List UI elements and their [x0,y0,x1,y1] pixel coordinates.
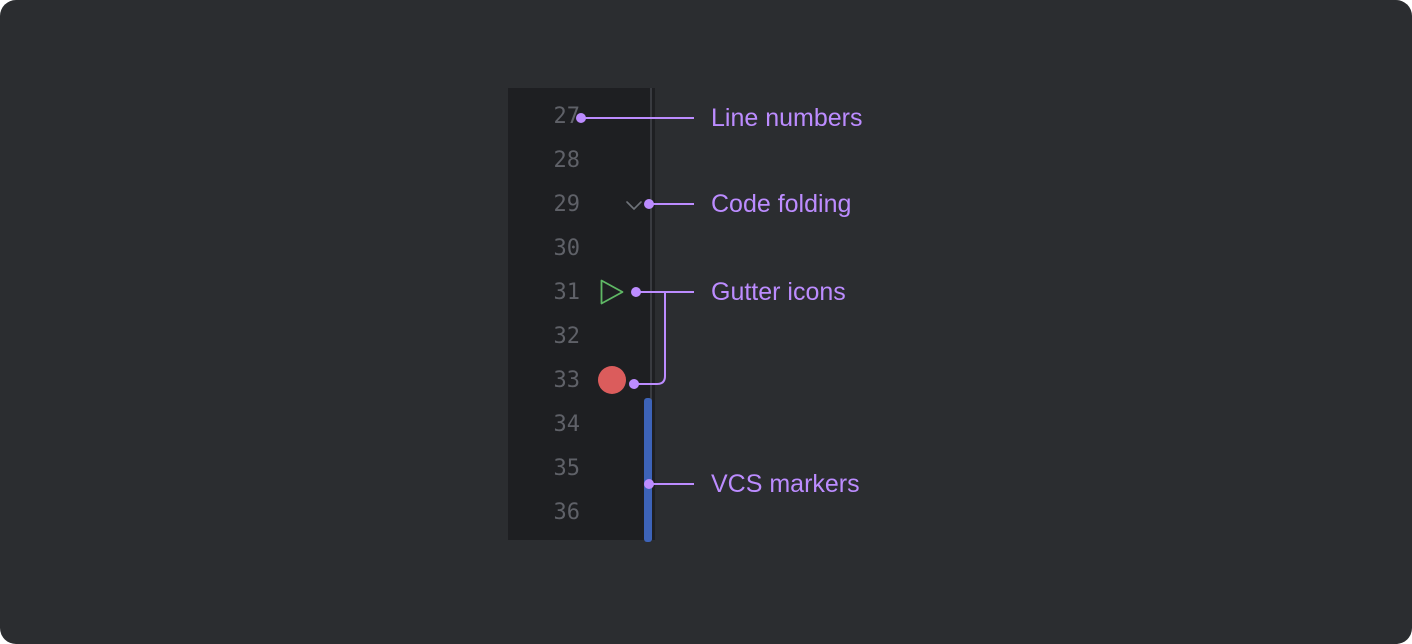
callout-code-folding-label: Code folding [711,190,852,218]
line-number-32: 32 [553,324,581,349]
chevron-down-icon[interactable] [626,201,642,210]
line-number-28: 28 [553,148,581,173]
callout-line-numbers-label: Line numbers [711,104,863,132]
callout-vcs-markers-label: VCS markers [711,470,860,498]
line-number-36: 36 [553,500,581,525]
callout-code-folding-connector [644,199,694,209]
line-number-27: 27 [553,104,581,129]
editor-gutter [508,88,655,540]
callout-line-numbers-connector [576,113,694,123]
vcs-marker-bar [644,398,652,542]
line-number-34: 34 [553,412,581,437]
breakpoint-circle-icon[interactable] [598,366,626,394]
line-number-30: 30 [553,236,581,261]
callout-vcs-markers-connector [644,479,694,489]
line-number-35: 35 [553,456,581,481]
gutter-divider [650,88,652,540]
run-triangle-icon[interactable] [600,279,624,305]
line-number-29: 29 [553,192,581,217]
callout-gutter-icons-connector [629,287,694,389]
line-number-33: 33 [553,368,581,393]
callout-gutter-icons-label: Gutter icons [711,278,846,306]
line-number-31: 31 [553,280,581,305]
